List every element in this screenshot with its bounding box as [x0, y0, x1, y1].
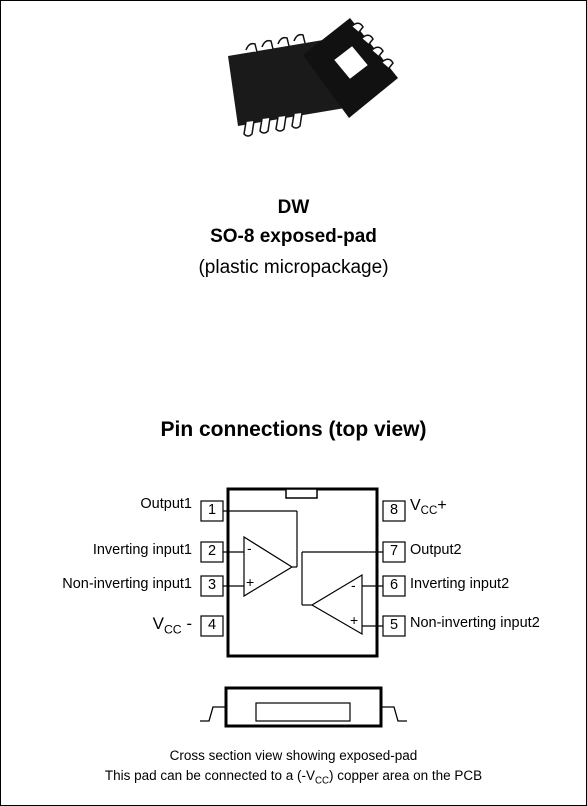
opamp-2	[301, 551, 383, 636]
package-code: DW	[277, 197, 310, 218]
pin-number-2: 2	[207, 543, 217, 559]
pin-number-5: 5	[389, 617, 399, 633]
pin-diagram-title: Pin connections (top view)	[160, 418, 427, 441]
opamp1-minus-sign: -	[247, 540, 252, 556]
chip-bottom-view	[303, 18, 398, 118]
pin-number-4: 4	[207, 617, 217, 633]
cross-section-caption-1: Cross section view showing exposed-pad	[169, 748, 418, 763]
cross-section-drawing	[200, 686, 407, 728]
pin-label-inverting-input1: Inverting input1	[92, 542, 192, 558]
pin-label-output1: Output1	[140, 496, 192, 512]
pin-number-3: 3	[207, 577, 217, 593]
opamp-1	[223, 510, 298, 598]
opamp2-minus-sign: -	[351, 577, 356, 593]
pin-boxes	[200, 500, 406, 637]
pin-label-output2: Output2	[410, 542, 462, 558]
pin-number-7: 7	[389, 543, 399, 559]
pin-number-8: 8	[389, 502, 399, 518]
opamp1-plus-sign: +	[246, 574, 255, 590]
pin1-notch	[285, 488, 318, 499]
pin-label-inverting-input2: Inverting input2	[410, 576, 510, 592]
pin-label-vcc-minus: VCC -	[152, 614, 192, 637]
package-description: (plastic micropackage)	[198, 257, 389, 278]
pin-number-1: 1	[207, 502, 217, 518]
pin-number-6: 6	[389, 577, 399, 593]
cross-section-caption-2: This pad can be connected to a (-VCC) co…	[104, 768, 483, 787]
pin-label-vcc-plus: VCC+	[410, 497, 447, 518]
pin-label-non-inverting-input2: Non-inverting input2	[410, 615, 540, 631]
package-name: SO-8 exposed-pad	[210, 226, 377, 247]
opamp2-plus-sign: +	[350, 612, 359, 628]
pin-label-non-inverting-input1: Non-inverting input1	[62, 576, 192, 592]
